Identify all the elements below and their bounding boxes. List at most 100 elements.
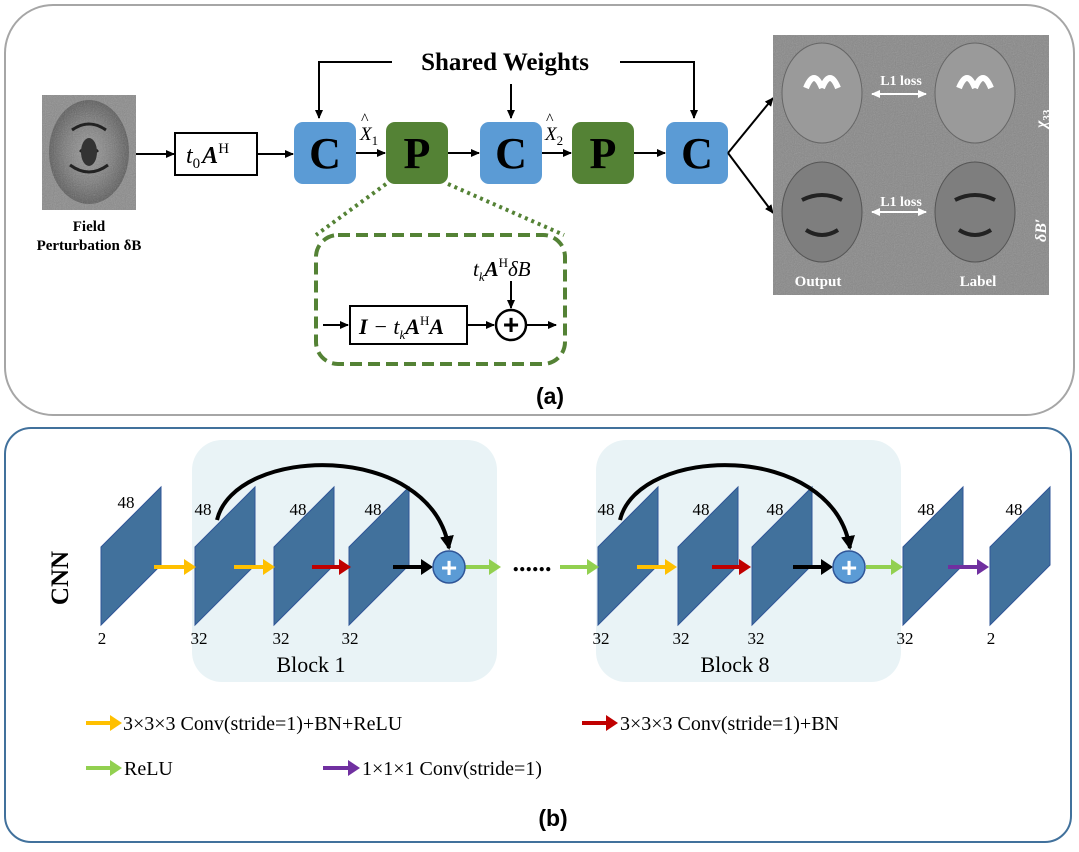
fm5-top: 48 <box>598 500 615 519</box>
output-chi-image <box>781 42 863 144</box>
block-1-label: Block 1 <box>276 652 345 677</box>
legend-relu: ReLU <box>86 758 173 780</box>
svg-text:χ33: χ33 <box>1033 109 1053 130</box>
fm6-bottom: 32 <box>673 629 690 648</box>
detail-plus-node: + <box>494 308 528 342</box>
detail-term-t: t <box>473 257 480 281</box>
fm4-bottom: 32 <box>342 629 359 648</box>
fm9-bottom: 2 <box>987 629 996 648</box>
feature-map-9 <box>989 485 1051 627</box>
legend-conv-bn: 3×3×3 Conv(stride=1)+BN <box>582 713 839 735</box>
cnn-side-label: CNN <box>47 551 74 605</box>
panel-b-caption: (b) <box>538 805 567 831</box>
block-8-label: Block 8 <box>700 652 769 677</box>
ellipsis-dots: ...... <box>513 548 552 577</box>
shared-weights-label: Shared Weights <box>421 49 589 76</box>
legend-relu-text: ReLU <box>124 758 173 780</box>
legend-conv-bn-text: 3×3×3 Conv(stride=1)+BN <box>620 713 839 735</box>
detail-I: I <box>358 314 369 339</box>
p2-label: P <box>590 129 617 178</box>
x1-sub: 1 <box>372 133 379 148</box>
fm7-bottom: 32 <box>748 629 765 648</box>
detail-connector-right <box>447 182 565 237</box>
x2-sub: 2 <box>557 133 564 148</box>
detail-k: k <box>400 327 406 342</box>
p1-label: P <box>404 129 431 178</box>
shared-weights-line-left <box>315 61 392 119</box>
detail-A: A <box>403 314 420 339</box>
prox-block-p1: P <box>386 122 448 184</box>
prox-block-p2: P <box>572 122 634 184</box>
arrow-c3-to-db <box>727 152 774 214</box>
label-chi-image <box>934 42 1016 144</box>
detail-minus-t: − t <box>368 314 401 339</box>
legend-conv1: 1×1×1 Conv(stride=1) <box>323 758 542 780</box>
skip-connection-block1 <box>215 463 454 550</box>
l1-loss-bottom: L1 loss <box>880 195 922 210</box>
output-db-image <box>781 161 863 263</box>
fm2-bottom: 32 <box>191 629 208 648</box>
skip-connection-block8 <box>618 463 855 550</box>
legend-conv-bn-relu-text: 3×3×3 Conv(stride=1)+BN+ReLU <box>123 713 403 735</box>
identity-minus-box: I − tkAHA <box>349 305 468 345</box>
row-arrows <box>154 559 989 575</box>
detail-plus-sign: + <box>503 309 519 340</box>
output-caption: Output <box>795 274 842 290</box>
adjoint-t: t <box>186 143 194 169</box>
detail-connector-left <box>314 182 388 237</box>
svg-text:t0AH: t0AH <box>186 141 229 172</box>
adjoint-operator-box: t0AH <box>174 132 258 176</box>
fm4-top: 48 <box>365 500 382 519</box>
svg-text:I − tkAHA: I − tkAHA <box>358 313 444 342</box>
c2-label: C <box>495 129 527 178</box>
panel-a-caption: (a) <box>536 383 564 409</box>
fm8-top: 48 <box>918 500 935 519</box>
input-field-image <box>42 95 136 210</box>
fm3-bottom: 32 <box>273 629 290 648</box>
detail-term-dB: δB <box>508 257 531 281</box>
detail-term-H: H <box>499 255 508 270</box>
cnn-block-c1: C <box>294 122 356 184</box>
fm5-bottom: 32 <box>593 629 610 648</box>
detail-term-k: k <box>479 269 485 284</box>
block1-plus-sign: + <box>441 552 457 583</box>
x1-label: X <box>359 124 373 145</box>
cnn-block-c2: C <box>480 122 542 184</box>
adjoint-H: H <box>218 141 229 157</box>
block1-sum-node: + <box>432 550 466 584</box>
detail-term-A: A <box>483 257 499 281</box>
c1-label: C <box>309 129 341 178</box>
chi-label: χ <box>1033 120 1050 130</box>
detail-H: H <box>420 313 429 328</box>
fm1-bottom: 2 <box>98 629 107 648</box>
svg-text:X2: X2 <box>544 124 563 148</box>
x2-label: X <box>544 124 558 145</box>
label-db-image <box>934 161 1016 263</box>
input-caption-line2: Perturbation δB <box>37 238 142 254</box>
c3-label: C <box>681 129 713 178</box>
fm2-top: 48 <box>195 500 212 519</box>
fm6-top: 48 <box>693 500 710 519</box>
detail-A2: A <box>427 314 444 339</box>
fm7-top: 48 <box>767 500 784 519</box>
output-images-panel <box>773 35 1049 295</box>
svg-text:tkAHδB: tkAHδB <box>473 255 531 284</box>
block8-sum-node: + <box>832 550 866 584</box>
x2-hat: ^ <box>546 111 554 128</box>
adjoint-t-sub: 0 <box>193 156 201 172</box>
cnn-block-c3: C <box>666 122 728 184</box>
arrow-c3-to-chi <box>727 97 774 154</box>
fm3-top: 48 <box>290 500 307 519</box>
legend-conv1-text: 1×1×1 Conv(stride=1) <box>362 758 542 780</box>
chi-sub: 33 <box>1041 109 1053 121</box>
block-1-background <box>192 440 497 682</box>
dbprime-label: δB′ <box>1033 219 1050 242</box>
svg-text:X1: X1 <box>359 124 378 148</box>
adjoint-A: A <box>200 143 218 169</box>
label-caption: Label <box>960 274 997 290</box>
input-caption-line1: Field <box>73 219 106 235</box>
fm8-bottom: 32 <box>897 629 914 648</box>
x1-hat: ^ <box>361 111 369 128</box>
l1-loss-top: L1 loss <box>880 74 922 89</box>
